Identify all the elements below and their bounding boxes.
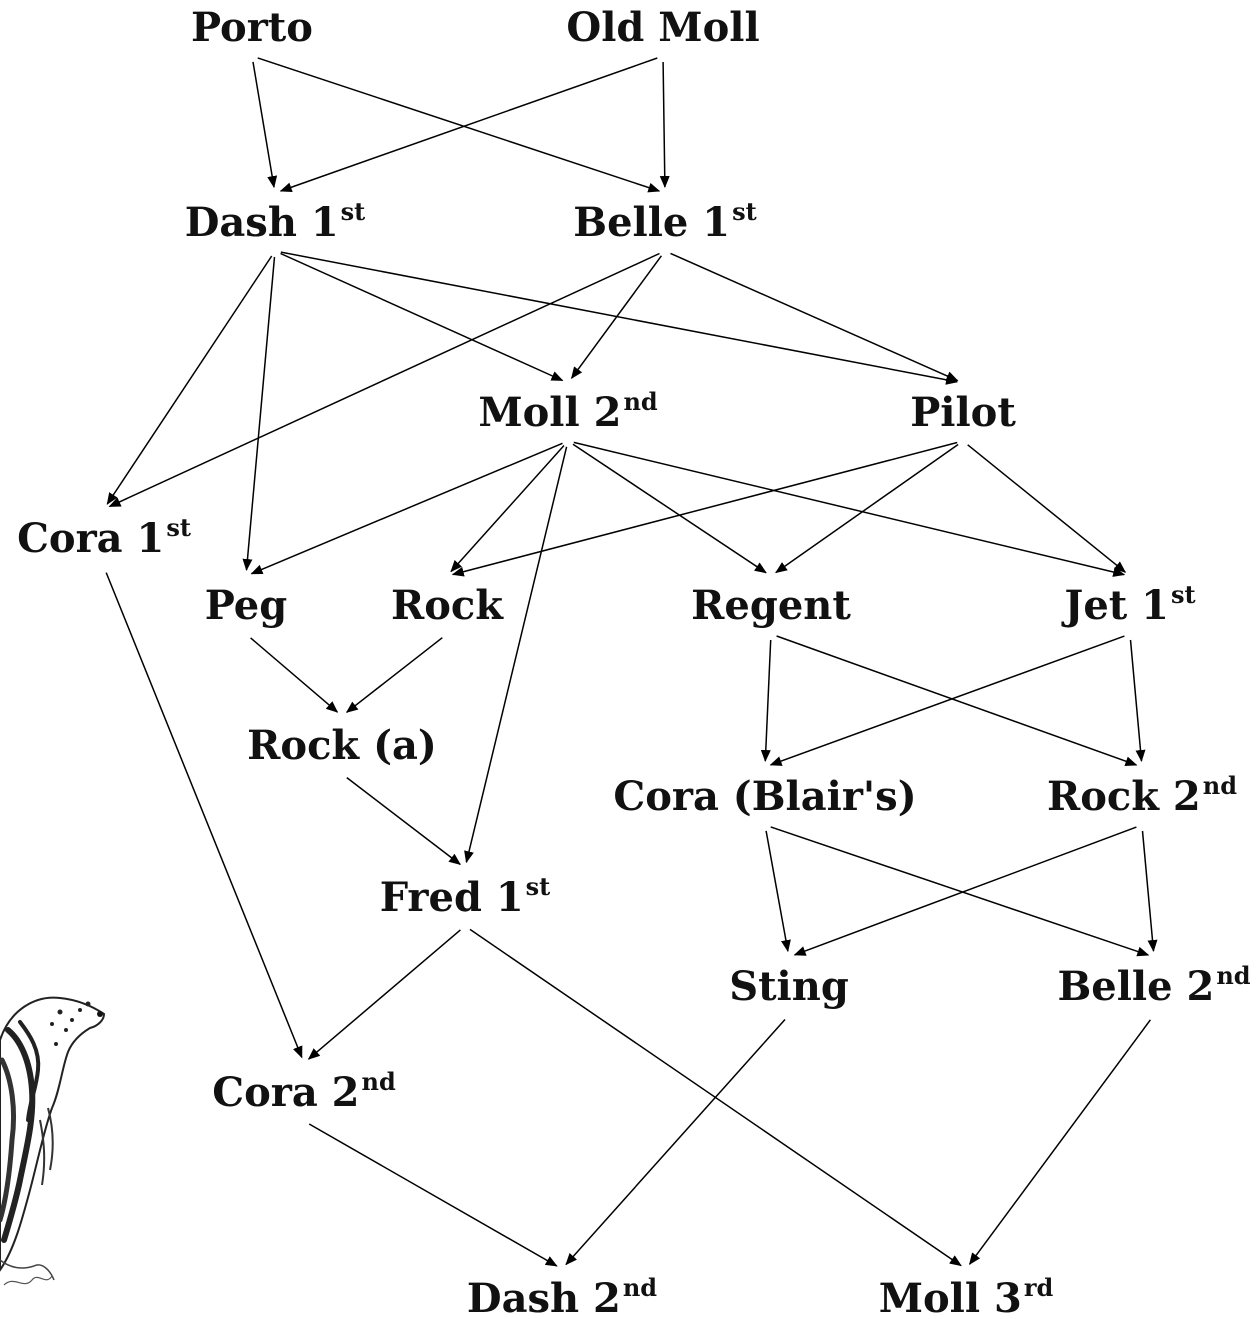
edge-moll2-to-peg [250, 442, 563, 575]
edge-moll2-to-fred1 [464, 446, 568, 864]
edge-pilot-to-jet1 [967, 444, 1127, 573]
node-label-text: Fred 1 [380, 874, 524, 921]
node-belle1: Belle 1st [573, 197, 756, 246]
node-label-text: Cora 2 [212, 1069, 359, 1116]
edge-moll2-to-jet1 [573, 441, 1126, 577]
edge-cora2-to-dash2 [308, 1123, 558, 1267]
node-label-text: Jet 1 [1061, 582, 1169, 629]
node-label-text: Moll 2 [478, 389, 621, 436]
edge-pilot-to-rock [451, 441, 958, 577]
edge-rock-to-rock-a [345, 637, 443, 713]
node-label-superscript: nd [623, 387, 657, 416]
node-label-text: Belle 2 [1057, 963, 1214, 1010]
node-fred1: Fred 1st [380, 872, 551, 921]
node-label-superscript: nd [1203, 771, 1237, 800]
node-label-text: Porto [191, 4, 313, 51]
node-label-text: Moll 3 [879, 1275, 1022, 1319]
edge-pilot-to-regent [775, 443, 959, 574]
node-sting: Sting [729, 963, 849, 1010]
node-label-superscript: st [526, 872, 551, 901]
node-label-superscript: rd [1024, 1273, 1054, 1302]
edge-jet1-to-rock2 [1129, 639, 1146, 762]
node-cora1: Cora 1st [17, 513, 191, 562]
node-label-text: Regent [691, 582, 851, 629]
edge-dash1-to-peg [242, 256, 276, 571]
node-porto: Porto [191, 4, 313, 51]
node-rock: Rock [391, 582, 504, 629]
node-cora-blair: Cora (Blair's) [613, 773, 916, 820]
edge-belle2-to-moll3 [968, 1019, 1152, 1266]
node-belle2: Belle 2nd [1057, 961, 1250, 1010]
edge-rock-a-to-fred1 [346, 777, 461, 866]
edge-porto-to-dash1 [252, 61, 278, 189]
edge-jet1-to-cora-blair [769, 635, 1125, 766]
node-label-superscript: st [166, 513, 191, 542]
edge-old-moll-to-belle1 [659, 61, 670, 188]
node-label-text: Dash 2 [467, 1275, 621, 1319]
node-rock2: Rock 2nd [1047, 771, 1237, 820]
node-old-moll: Old Moll [566, 4, 759, 51]
edge-porto-to-belle1 [257, 57, 661, 193]
edge-moll2-to-regent [572, 443, 767, 574]
edge-regent-to-rock2 [776, 635, 1138, 766]
node-label-text: Cora (Blair's) [613, 773, 916, 820]
node-pilot: Pilot [910, 389, 1016, 436]
node-label-text: Sting [729, 963, 849, 1010]
node-label-superscript: nd [362, 1067, 396, 1096]
edge-peg-to-rock-a [250, 637, 339, 713]
node-dash2: Dash 2nd [467, 1273, 657, 1319]
edge-moll2-to-rock [450, 444, 565, 573]
node-label-superscript: nd [623, 1273, 657, 1302]
edge-old-moll-to-dash1 [279, 57, 658, 193]
edge-regent-to-cora-blair [760, 639, 772, 762]
edge-cora-blair-to-sting [765, 830, 791, 953]
edges [105, 57, 1158, 1267]
node-label-superscript: nd [1216, 961, 1250, 990]
node-moll2: Moll 2nd [478, 387, 658, 436]
edge-cora-blair-to-belle2 [770, 826, 1150, 957]
node-label-superscript: st [341, 197, 366, 226]
node-label-text: Rock (a) [247, 722, 437, 769]
node-label-text: Pilot [910, 389, 1016, 436]
setter-dog-icon [0, 996, 106, 1286]
node-cora2: Cora 2nd [212, 1067, 396, 1116]
edge-sting-to-dash2 [565, 1019, 786, 1266]
edge-belle1-to-moll2 [570, 255, 663, 380]
node-rock-a: Rock (a) [247, 722, 437, 769]
node-label-text: Old Moll [566, 4, 759, 51]
edge-rock2-to-sting [793, 826, 1137, 956]
node-peg: Peg [205, 582, 287, 629]
edge-cora1-to-cora2 [105, 572, 303, 1059]
node-label-text: Rock 2 [1047, 773, 1201, 820]
edge-rock2-to-belle2 [1141, 830, 1158, 952]
node-label-text: Dash 1 [185, 199, 339, 246]
edge-belle1-to-pilot [670, 252, 959, 382]
edge-dash1-to-pilot [280, 251, 959, 385]
node-label-text: Belle 1 [573, 199, 730, 246]
node-jet1: Jet 1st [1061, 580, 1195, 629]
node-label-text: Peg [205, 582, 287, 629]
node-label-superscript: st [732, 197, 757, 226]
edge-dash1-to-moll2 [280, 252, 564, 382]
node-label-text: Rock [391, 582, 504, 629]
node-label-text: Cora 1 [17, 515, 164, 562]
node-regent: Regent [691, 582, 851, 629]
node-label-superscript: st [1171, 580, 1196, 609]
edge-dash1-to-cora1 [106, 255, 273, 505]
edge-fred1-to-cora2 [307, 929, 461, 1060]
edge-belle1-to-cora1 [108, 252, 660, 508]
node-dash1: Dash 1st [185, 197, 366, 246]
node-moll3: Moll 3rd [879, 1273, 1054, 1319]
